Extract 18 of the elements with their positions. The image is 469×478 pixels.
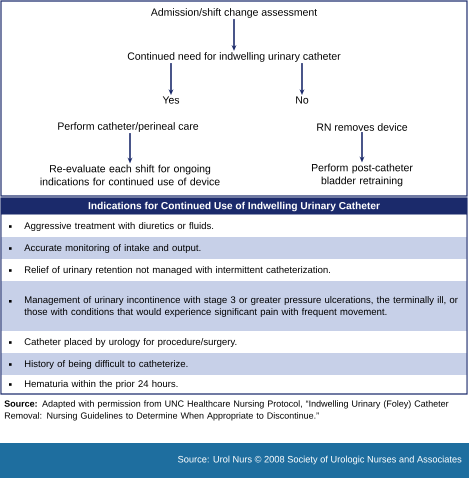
table-row: History of being difficult to catheterize. [2,353,466,375]
table-row: Catheter placed by urology for procedure/surgery. [2,331,466,353]
table-row: Accurate monitoring of intake and output. [2,237,466,259]
step-text: Continued need for indwelling urinary catheter [128,52,340,62]
step-text: Admission/shift change assessment [150,8,318,18]
footer-text: Source: Urol Nurs © 2008 Society of Urologic Nurses and Associates [178,456,462,464]
step-text: Perform catheter/perineal care [58,122,198,132]
table-row: Relief of urinary retention not managed with intermittent catheterization. [2,259,466,281]
step-text: Yes [162,96,180,104]
table-row: Hematuria within the prior 24 hours. [2,375,466,393]
step-text: Re-evaluate each shift for ongoing indications for continued use of device [40,164,220,186]
step-text: Perform post-catheter bladder retraining [312,164,413,186]
table-row: Management of urinary incontinence with stage 3 or greater pressure ulcerations, the terminally ill, or those with conditions that would experience significant pain with frequent movement. [2,281,466,331]
table-row: Aggressive treatment with diuretics or fluids. [2,215,466,237]
table-header: Indications for Continued Use of Indwelling Urinary Catheter [2,198,466,214]
step-text: No [296,96,308,104]
source-note: Source: Adapted with permission from UNC Healthcare Nursing Protocol, “Indwelling Urinary (Foley) Catheter Removal: Nursing Guidelines to Determine When Appropriate to Discontinue.” [4,400,448,420]
step-text: RN removes device [317,123,408,131]
